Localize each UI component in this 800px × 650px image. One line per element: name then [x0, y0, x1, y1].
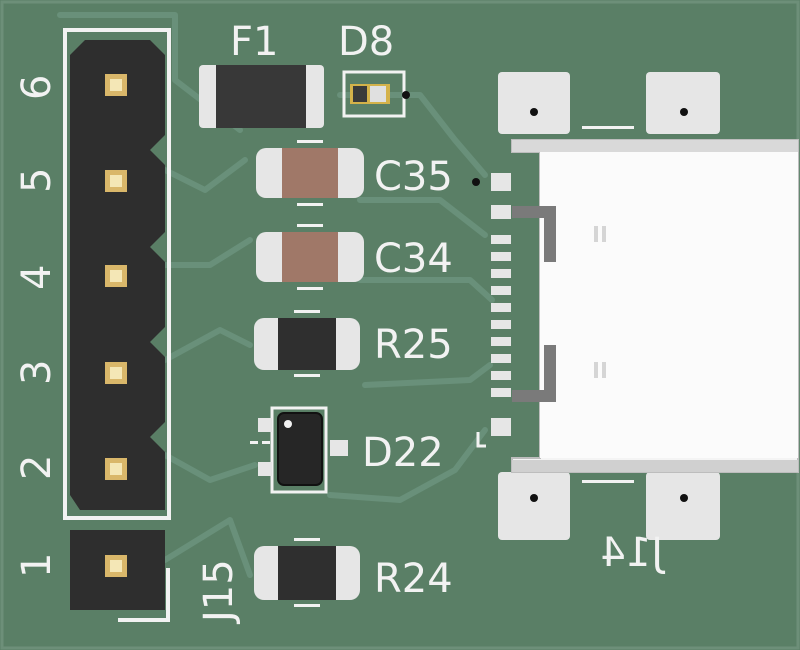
header-silk-outline — [63, 28, 171, 520]
usb-shield-pad-tl — [498, 72, 570, 134]
res-silk-bottom — [294, 374, 320, 377]
usb-shield-pad-br — [646, 472, 720, 540]
cap-silk-bottom — [297, 203, 323, 206]
usb-bracket-bottom — [512, 345, 556, 402]
usb-signal-pin — [491, 388, 511, 397]
d22-mark — [250, 441, 258, 444]
usb-bracket-top — [512, 206, 556, 262]
d22-pad-2 — [258, 462, 272, 476]
cap-body — [282, 148, 338, 198]
usb-signal-pin — [491, 173, 511, 191]
usb-silk-line-top — [582, 126, 634, 129]
res-body — [278, 546, 336, 600]
d22-pin1-dot — [284, 420, 292, 428]
d22-silk-outline — [270, 406, 328, 494]
usb-c-connector-j14: J14 — [472, 72, 799, 576]
pin-header-j15: 6 5 4 3 2 1 J15 — [14, 28, 242, 625]
usb-silk-corner — [476, 432, 486, 448]
usb-signal-pin — [491, 303, 511, 312]
res-label: R24 — [374, 556, 453, 602]
header-silk-corner — [118, 568, 170, 622]
usb-shield-pad-bl — [498, 472, 570, 540]
usb-shell-face — [540, 152, 798, 458]
led-polarity-dot — [402, 91, 410, 99]
pin-number-2: 2 — [14, 455, 60, 480]
header-pin-numbers: 6 5 4 3 2 1 — [14, 75, 60, 578]
resistor-r24: R24 — [254, 538, 453, 607]
cap-silk-top — [297, 224, 323, 227]
pin-highlight — [110, 560, 122, 572]
usb-signal-pin — [491, 235, 511, 244]
cap-silk-top — [297, 140, 323, 143]
usb-slot — [594, 362, 598, 378]
usb-signal-pins — [491, 173, 511, 436]
usb-label: J14 — [600, 530, 666, 576]
pin-highlight — [110, 175, 122, 187]
cap-silk-bottom — [297, 287, 323, 290]
usb-signal-pin — [491, 269, 511, 278]
pin-highlight — [110, 270, 122, 282]
pin-number-3: 3 — [14, 360, 60, 385]
pin-number-6: 6 — [14, 75, 60, 100]
header-designator: J15 — [196, 559, 242, 625]
d22-pad-1 — [258, 418, 272, 432]
pin-highlight — [110, 367, 122, 379]
res-silk-bottom — [294, 604, 320, 607]
res-label: R25 — [374, 322, 453, 368]
led-pad-right — [370, 86, 386, 102]
header-pins — [105, 74, 127, 577]
usb-signal-pin — [491, 252, 511, 261]
res-silk-top — [294, 310, 320, 313]
usb-signal-pin — [491, 337, 511, 346]
fuse-f1: F1 — [199, 19, 324, 128]
pin-highlight — [110, 463, 122, 475]
usb-shield-hole — [530, 494, 538, 502]
usb-signal-pin — [491, 371, 511, 380]
usb-shield-hole — [680, 108, 688, 116]
usb-slot — [594, 226, 598, 242]
usb-shield-pad-tr — [646, 72, 720, 134]
pin-number-1: 1 — [14, 553, 60, 578]
d22-pad-3 — [330, 440, 348, 456]
cap-label: C35 — [374, 154, 453, 200]
res-body — [278, 318, 336, 370]
usb-shell-shade-bottom — [512, 460, 798, 472]
usb-signal-pin — [491, 320, 511, 329]
capacitor-c35: C35 — [256, 140, 453, 206]
usb-signal-pin — [491, 354, 511, 363]
cap-body — [282, 232, 338, 282]
usb-signal-pin — [491, 286, 511, 295]
fuse-label: F1 — [230, 19, 278, 65]
usb-pin1-dot — [472, 178, 480, 186]
cap-label: C34 — [374, 236, 453, 282]
usb-silk-line-bottom — [582, 480, 634, 483]
resistor-r25: R25 — [254, 310, 453, 377]
fuse-body — [216, 65, 306, 128]
d22-mark — [262, 441, 270, 444]
pin-number-5: 5 — [14, 168, 60, 193]
pin-highlight — [110, 79, 122, 91]
usb-shell-shade-top — [512, 140, 798, 152]
usb-shield-hole — [680, 494, 688, 502]
d22-body — [277, 412, 323, 486]
usb-signal-pin — [491, 205, 511, 219]
led-pad-left — [353, 86, 367, 102]
pin-number-4: 4 — [14, 265, 60, 290]
capacitor-c34: C34 — [256, 224, 453, 290]
usb-slot — [602, 226, 606, 242]
diode-array-d22: D22 — [250, 406, 444, 494]
led-d8: D8 — [338, 19, 410, 118]
usb-signal-pin — [491, 418, 511, 436]
usb-shield-hole — [530, 108, 538, 116]
res-silk-top — [294, 538, 320, 541]
led-label: D8 — [338, 19, 394, 65]
usb-slot — [602, 362, 606, 378]
d22-label: D22 — [362, 430, 444, 476]
